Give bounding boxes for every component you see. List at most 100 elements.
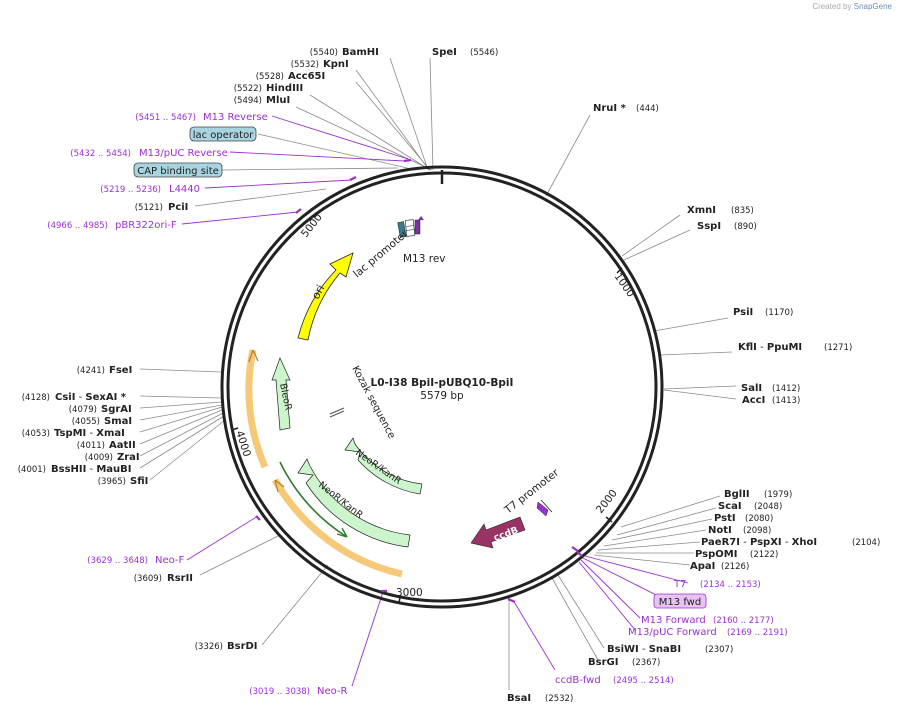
svg-text:(5532): (5532) <box>291 60 319 70</box>
enzyme-bsai[interactable]: BsaI (2532) <box>507 693 573 704</box>
lac-operator-label: lac operator <box>193 130 254 141</box>
enzyme-scai[interactable]: ScaI (2048) <box>718 501 782 512</box>
m13-rev-label: M13 rev <box>403 253 446 265</box>
enzyme-hindiii[interactable]: (5522) HindIII <box>234 83 304 94</box>
enzyme-mlui[interactable]: (5494) MluI <box>234 95 290 106</box>
svg-text:TspMI - XmaI: TspMI - XmaI <box>54 428 125 439</box>
primer-pbr322ori-f[interactable]: (4966 .. 4985) pBR322ori-F <box>47 220 177 231</box>
svg-text:(3019 .. 3038): (3019 .. 3038) <box>249 687 310 697</box>
svg-text:BsiWI - SnaBI: BsiWI - SnaBI <box>607 644 681 655</box>
svg-text:M13/pUC Reverse: M13/pUC Reverse <box>139 148 228 159</box>
enzyme-smai[interactable]: (4055) SmaI <box>72 416 132 427</box>
primer-ccdb-fwd[interactable]: ccdB-fwd (2495 .. 2514) <box>555 675 674 686</box>
enzyme-kfli[interactable]: KflI - PpuMI (1271) <box>738 342 852 353</box>
svg-text:(2367): (2367) <box>632 658 660 668</box>
svg-text:(1413): (1413) <box>772 396 800 406</box>
svg-text:SgrAI: SgrAI <box>101 404 132 415</box>
enzyme-bamhi[interactable]: (5540) BamHI <box>310 47 379 58</box>
enzyme-xmni[interactable]: XmnI (835) <box>687 205 754 216</box>
svg-text:Neo-F: Neo-F <box>155 555 185 566</box>
enzyme-apai[interactable]: ApaI (2126) <box>690 561 749 572</box>
enzyme-sfii[interactable]: (3965) SfiI <box>98 476 149 487</box>
enzyme-zrai[interactable]: (4009) ZraI <box>85 452 140 463</box>
svg-text:HindIII: HindIII <box>266 83 303 94</box>
lac-operator-box[interactable]: lac operator <box>189 126 257 142</box>
enzyme-rsrii[interactable]: (3609) RsrII <box>134 573 193 584</box>
svg-text:T7: T7 <box>673 579 686 590</box>
enzyme-bsrdi[interactable]: (3326) BsrDI <box>195 641 258 652</box>
enzyme-spei[interactable]: SpeI (5546) <box>432 47 498 58</box>
primer-t7[interactable]: T7 (2134 .. 2153) <box>673 579 761 590</box>
svg-text:FseI: FseI <box>109 365 132 376</box>
svg-text:PaeR7I - PspXI - XhoI: PaeR7I - PspXI - XhoI <box>701 537 817 548</box>
svg-text:M13 Forward: M13 Forward <box>641 615 706 626</box>
enzyme-sgrai[interactable]: (4079) SgrAI <box>69 404 132 415</box>
primer-m13-fwd[interactable]: M13 fwd <box>653 593 707 609</box>
cap-binding-site-box[interactable]: CAP binding site <box>133 162 223 178</box>
snapgene-logo-text: SnapGene <box>853 2 892 11</box>
enzyme-csii[interactable]: (4128) CsiI - SexAI * <box>22 392 127 403</box>
svg-text:Neo-R: Neo-R <box>317 686 348 697</box>
primer-neo-f[interactable]: (3629 .. 3648) Neo-F <box>87 555 184 566</box>
primer-m13-forward[interactable]: M13 Forward (2160 .. 2177) <box>641 615 774 626</box>
kb-ticks <box>231 209 623 604</box>
svg-text:(2080): (2080) <box>745 514 773 524</box>
t7-promoter-feature[interactable]: T7 promoter <box>502 466 562 517</box>
svg-text:PspOMI: PspOMI <box>695 549 737 560</box>
ori-label: ori <box>309 283 327 302</box>
enzyme-bsrgi[interactable]: BsrGI (2367) <box>588 657 660 668</box>
primer-neo-r[interactable]: (3019 .. 3038) Neo-R <box>249 686 347 697</box>
svg-text:(3326): (3326) <box>195 642 223 652</box>
enzyme-sspi[interactable]: SspI (890) <box>697 221 757 232</box>
svg-text:ZraI: ZraI <box>117 452 140 463</box>
enzyme-nrui[interactable]: NruI * (444) <box>593 103 659 114</box>
enzyme-psii[interactable]: PsiI (1170) <box>733 307 793 318</box>
svg-text:(5432 .. 5454): (5432 .. 5454) <box>70 149 131 159</box>
highlight-arc-bleor <box>245 349 269 469</box>
svg-text:(4009): (4009) <box>85 453 113 463</box>
primer-l4440[interactable]: (5219 .. 5236) L4440 <box>100 184 200 195</box>
svg-text:SalI: SalI <box>741 383 762 394</box>
lac-promoter-feature[interactable]: lac promoter M13 rev <box>351 216 446 280</box>
enzyme-noti[interactable]: NotI (2098) <box>708 525 771 536</box>
kozak-feature[interactable]: Kozak sequence <box>329 364 397 441</box>
svg-text:(1170): (1170) <box>765 308 793 318</box>
enzyme-bsshii[interactable]: (4001) BssHII - MauBI <box>18 464 132 475</box>
neokanr-inner-feature[interactable]: NeoR/KanR <box>344 437 423 495</box>
enzyme-bsiwi[interactable]: BsiWI - SnaBI (2307) <box>607 644 733 655</box>
svg-text:pBR322ori-F: pBR322ori-F <box>115 220 177 231</box>
enzyme-sali[interactable]: SalI (1412) <box>741 383 800 394</box>
enzyme-fsei[interactable]: (4241) FseI <box>77 365 133 376</box>
bleor-feature[interactable]: BleoR <box>271 357 294 431</box>
primer-m13-reverse[interactable]: (5451 .. 5467) M13 Reverse <box>135 112 267 123</box>
enzyme-bglii[interactable]: BglII (1979) <box>724 489 792 500</box>
primer-m13-puc-reverse[interactable]: (5432 .. 5454) M13/pUC Reverse <box>70 148 227 159</box>
svg-text:(5451 .. 5467): (5451 .. 5467) <box>135 113 196 123</box>
enzyme-psti[interactable]: PstI (2080) <box>714 513 773 524</box>
enzyme-pcii[interactable]: (5121) PciI <box>135 202 189 213</box>
enzyme-paer7i[interactable]: PaeR7I - PspXI - XhoI (2104) <box>701 537 880 548</box>
svg-text:M13 fwd: M13 fwd <box>659 597 701 608</box>
tick-label-3000: 3000 <box>396 587 423 599</box>
ori-feature[interactable]: ori <box>297 252 354 341</box>
backbone-outer-strand <box>220 165 664 609</box>
primer-m13-puc-forward[interactable]: M13/pUC Forward (2169 .. 2191) <box>628 627 788 638</box>
svg-text:(4966 .. 4985): (4966 .. 4985) <box>47 221 108 231</box>
ccdb-feature[interactable]: ccdB <box>470 516 526 549</box>
svg-text:SmaI: SmaI <box>104 416 132 427</box>
highlight-arrowhead-bleor <box>248 349 259 363</box>
svg-text:(5540): (5540) <box>310 48 338 58</box>
svg-text:SspI: SspI <box>697 221 721 232</box>
svg-text:M13/pUC Forward: M13/pUC Forward <box>628 627 717 638</box>
svg-text:(1271): (1271) <box>824 343 852 353</box>
svg-text:(2134 .. 2153): (2134 .. 2153) <box>700 580 761 590</box>
created-by-text: Created by <box>812 2 852 11</box>
enzyme-acc65i[interactable]: (5528) Acc65I <box>256 71 326 82</box>
snapgene-brand: Created by SnapGene <box>812 2 892 11</box>
enzyme-kpni[interactable]: (5532) KpnI <box>291 59 349 70</box>
svg-text:(3609): (3609) <box>134 574 162 584</box>
enzyme-tspmi[interactable]: (4053) TspMI - XmaI <box>22 428 125 439</box>
enzyme-aatii[interactable]: (4011) AatII <box>77 440 136 451</box>
enzyme-pspomi[interactable]: PspOMI (2122) <box>695 549 778 560</box>
enzyme-acci[interactable]: AccI (1413) <box>742 395 800 406</box>
